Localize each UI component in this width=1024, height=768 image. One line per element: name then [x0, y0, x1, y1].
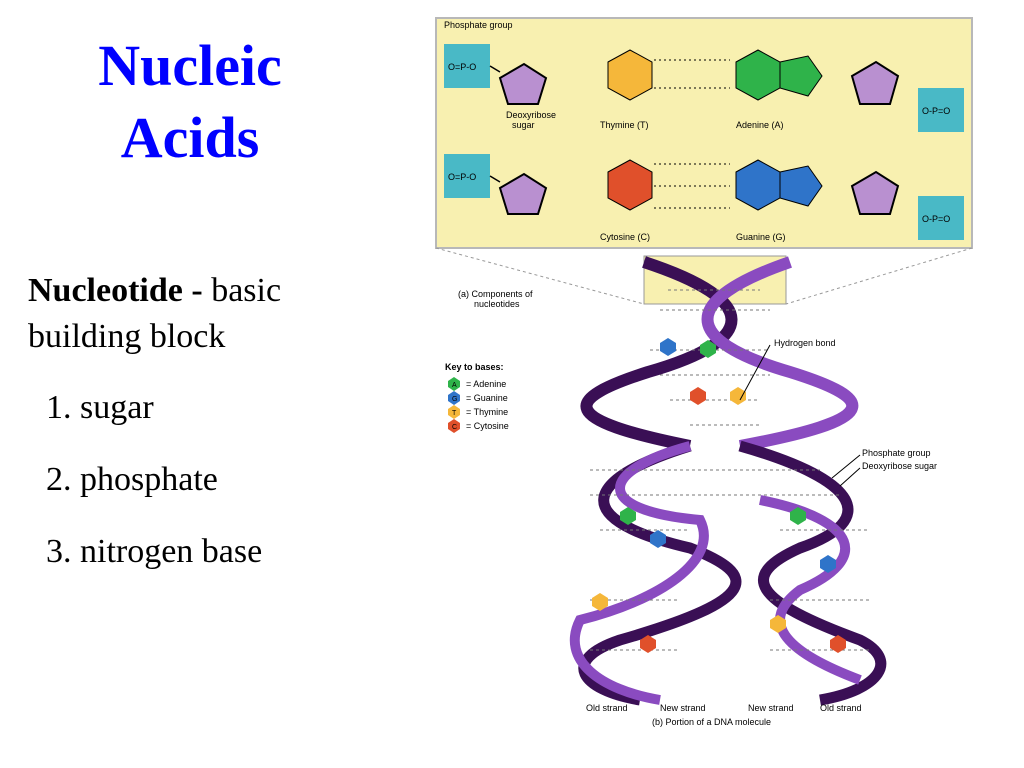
thymine-label: Thymine (T) — [600, 120, 649, 130]
phosphate-formula: O=P-O — [448, 62, 476, 72]
slide-title: Nucleic Acids — [40, 30, 340, 174]
strand-label-old-2: Old strand — [820, 703, 862, 713]
list-item-phosphate: 2. phosphate — [46, 461, 218, 498]
base-icon — [640, 635, 656, 653]
deoxyribose-callout-line — [839, 467, 861, 487]
key-label-thymine: = Thymine — [466, 407, 508, 417]
hydrogen-bond-label: Hydrogen bond — [774, 338, 836, 348]
phosphate-icon — [444, 154, 490, 198]
adenine-ring-icon — [779, 55, 823, 97]
phosphate-callout-line — [831, 454, 861, 479]
phosphate-formula: O-P=O — [922, 214, 950, 224]
bond-line — [489, 65, 501, 73]
phosphate-icon — [918, 196, 964, 240]
dna-backbone-strand — [701, 256, 859, 452]
nucleotide-definition: Nucleotide - basic building block — [28, 268, 368, 360]
cytosine-ring-icon — [607, 159, 653, 211]
panel-b-caption: (b) Portion of a DNA molecule — [652, 717, 771, 727]
title-line-1: Nucleic — [98, 33, 282, 98]
deoxyribose-sugar-icon — [850, 60, 900, 105]
phosphate-icon — [918, 88, 964, 132]
thymine-ring-icon — [607, 49, 653, 101]
base-icon — [830, 635, 846, 653]
phosphate-group-callout: Phosphate group — [862, 448, 931, 458]
base-icon — [820, 555, 836, 573]
base-icon — [730, 387, 746, 405]
cytosine-key-icon — [448, 419, 460, 433]
phosphate-icon — [444, 44, 490, 88]
base-icon — [660, 338, 676, 356]
key-letter: G — [452, 396, 457, 403]
zoom-guide-line — [785, 247, 973, 305]
base-icon — [790, 507, 806, 525]
phosphate-formula: O=P-O — [448, 172, 476, 182]
cytosine-label: Cytosine (C) — [600, 232, 650, 242]
base-icon — [592, 593, 608, 611]
base-icon — [620, 507, 636, 525]
guanine-key-icon — [448, 391, 460, 405]
phosphate-group-label: Phosphate group — [444, 20, 513, 30]
phosphate-formula: O-P=O — [922, 106, 950, 116]
deoxyribose-label: Deoxyribose — [506, 110, 556, 120]
hydrogen-bond-callout-line — [739, 344, 771, 401]
key-label-guanine: = Guanine — [466, 393, 508, 403]
key-letter: A — [452, 382, 457, 389]
deoxyribose-label-2: sugar — [512, 120, 535, 130]
dna-backbone-strand — [569, 441, 709, 705]
list-item-nitrogen-base: 3. nitrogen base — [46, 533, 263, 570]
bond-line — [489, 175, 501, 183]
nucleotide-term: Nucleotide - — [28, 272, 203, 309]
key-letter: T — [452, 410, 457, 417]
base-icon — [650, 530, 666, 548]
dna-backbone-strand — [578, 440, 742, 706]
key-letter: C — [452, 424, 457, 431]
adenine-key-icon — [448, 377, 460, 391]
key-title: Key to bases: — [445, 362, 504, 372]
guanine-ring-icon — [779, 165, 823, 207]
base-icon — [690, 387, 706, 405]
dna-backbone-strand — [759, 495, 862, 685]
guanine-label: Guanine (G) — [736, 232, 786, 242]
nucleotide-desc-line2: building block — [28, 318, 226, 355]
title-line-2: Acids — [120, 105, 260, 170]
key-label-cytosine: = Cytosine — [466, 421, 509, 431]
deoxyribose-sugar-callout: Deoxyribose sugar — [862, 461, 937, 471]
strand-label-new-1: New strand — [660, 703, 706, 713]
key-label-adenine: = Adenine — [466, 379, 506, 389]
base-icon — [770, 615, 786, 633]
list-item-sugar: 1. sugar — [46, 389, 154, 426]
dna-backbone-strand — [738, 440, 887, 706]
adenine-label: Adenine (A) — [736, 120, 784, 130]
base-icon — [700, 340, 716, 358]
panel-a-caption: (a) Components of — [458, 289, 533, 299]
strand-label-old-1: Old strand — [586, 703, 628, 713]
component-list: 1. sugar 2. phosphate 3. nitrogen base — [46, 385, 262, 601]
deoxyribose-sugar-icon — [850, 170, 900, 215]
deoxyribose-sugar-icon — [498, 62, 548, 105]
panel-a-caption-2: nucleotides — [474, 299, 520, 309]
nucleotide-desc: basic — [202, 272, 282, 309]
deoxyribose-sugar-icon — [498, 172, 548, 215]
thymine-key-icon — [448, 405, 460, 419]
strand-label-new-2: New strand — [748, 703, 794, 713]
